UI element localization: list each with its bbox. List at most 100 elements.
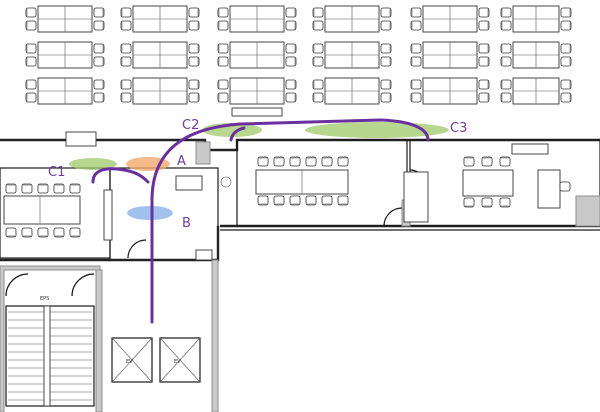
chair [410,79,422,90]
partition [103,189,113,241]
chair [120,92,132,103]
meeting-furniture [220,143,571,227]
chair [285,20,297,31]
core-wall-right [211,259,219,412]
chair [559,181,571,192]
chair [120,20,132,31]
chair [217,56,229,67]
chair [499,156,511,167]
label-c1: C1 [48,165,65,180]
building-walls [0,138,600,412]
chair [380,79,392,90]
chair [93,7,105,18]
door-swing [71,273,95,297]
chair [217,79,229,90]
core-divider [95,269,103,412]
chair [289,156,301,167]
chair [463,197,475,208]
desk-clusters [25,5,572,117]
chair [481,197,493,208]
chair [478,43,490,54]
chair [337,195,349,206]
sink [220,176,232,188]
label-c3: C3 [450,121,467,136]
chair [380,7,392,18]
cabinet [175,175,203,191]
chair [285,56,297,67]
zone-labels: C2 C3 C1 A B [48,118,467,231]
door-swing [127,239,147,259]
counter [65,131,97,147]
chair [25,92,37,103]
stair-rail [43,305,51,407]
meeting-table [462,169,514,197]
chair [560,7,572,18]
chair [217,92,229,103]
chair [25,79,37,90]
elevators: EV EV EPS [40,296,201,383]
chair [500,7,512,18]
chair [560,79,572,90]
zones [69,122,449,220]
chair [312,79,324,90]
elevator-1 [111,337,153,383]
eps-tag: EPS [40,296,49,302]
chair [410,20,422,31]
chair [93,92,105,103]
chair [380,92,392,103]
chair [478,92,490,103]
label-c2: C2 [182,118,199,133]
chair [410,7,422,18]
chair [5,227,17,238]
chair [120,56,132,67]
label-a: A [177,154,186,169]
path-branch-c2 [229,126,246,142]
fixture [195,249,213,261]
pillar-right [575,195,600,227]
chair [285,92,297,103]
chair [188,56,200,67]
chair [285,43,297,54]
path-main [150,118,430,324]
chair [500,20,512,31]
chair [273,156,285,167]
chair [257,195,269,206]
chair [410,43,422,54]
chair [560,20,572,31]
chair [188,20,200,31]
chair [380,43,392,54]
chair [500,79,512,90]
chair [5,183,17,194]
office-desk [3,195,81,225]
chair [93,79,105,90]
shelf [511,143,549,155]
elevator-2 [159,337,201,383]
door-swing [5,273,29,297]
chair [217,43,229,54]
elevator-2-tag: EV [174,359,181,365]
chair [500,92,512,103]
chair [321,156,333,167]
chair [120,43,132,54]
chair [21,227,33,238]
chair [93,20,105,31]
chair [25,7,37,18]
storage [403,171,429,223]
chair [305,195,317,206]
chair [188,43,200,54]
chair [285,79,297,90]
walking-path [91,118,430,324]
elevator-1-tag: EV [126,359,133,365]
chair [312,20,324,31]
desk-block [231,107,283,117]
chair [217,20,229,31]
chair [289,195,301,206]
chair [560,43,572,54]
chair [500,43,512,54]
chair [312,7,324,18]
chair [560,56,572,67]
chair [560,92,572,103]
chair [120,79,132,90]
chair [25,20,37,31]
stairwell [5,273,95,407]
